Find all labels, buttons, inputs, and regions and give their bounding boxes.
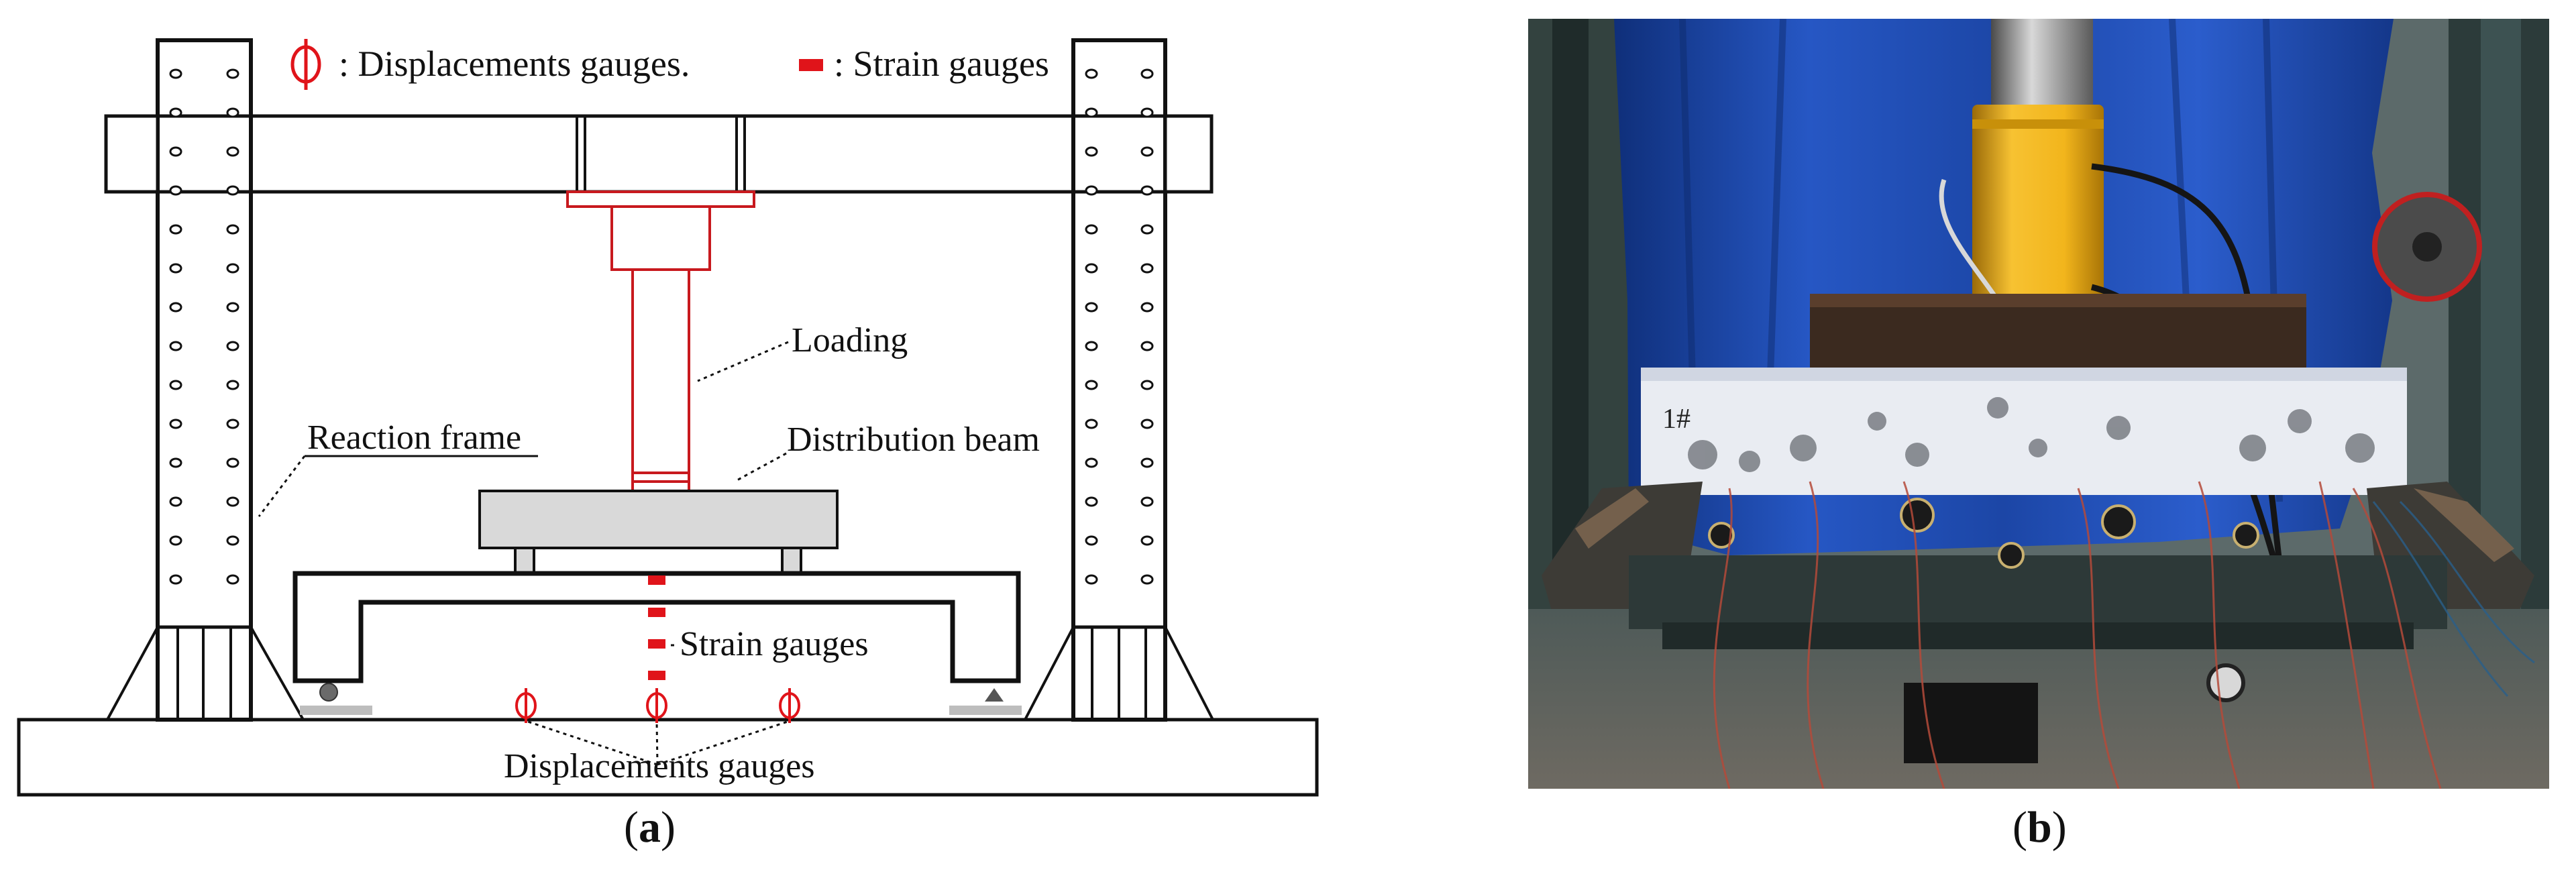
strain-gauge-icon (648, 671, 665, 680)
bolt-hole (226, 263, 239, 274)
legend-strain: : Strain gauges (799, 44, 1049, 84)
bolt-hole (1140, 419, 1154, 429)
strain-gauge-icon (648, 608, 665, 617)
loading-actuator (566, 190, 755, 492)
displacement-gauge-icon (290, 39, 321, 90)
bolt-hole (169, 457, 182, 468)
bolt-hole (169, 380, 182, 390)
distribution-beam (478, 490, 839, 575)
bolt-hole (169, 224, 182, 235)
bolt-hole (1140, 341, 1154, 351)
test-specimen-beam (292, 571, 1021, 683)
bolt-hole (1085, 457, 1098, 468)
bolt-hole (226, 496, 239, 507)
bolt-hole (1140, 302, 1154, 313)
bolt-hole (169, 302, 182, 313)
bolt-hole (169, 68, 182, 79)
bolt-hole (226, 419, 239, 429)
bolt-hole (169, 107, 182, 118)
bolt-hole (1140, 224, 1154, 235)
bolt-hole (1140, 146, 1154, 157)
bolt-hole (1140, 68, 1154, 79)
bolt-hole (1140, 535, 1154, 546)
displacement-gauge-icon (779, 688, 800, 723)
hydraulic-actuator (1972, 19, 2104, 307)
bolt-hole (1085, 224, 1098, 235)
bolt-hole (226, 68, 239, 79)
bolt-hole (226, 224, 239, 235)
bolt-hole (226, 574, 239, 585)
bolt-hole (226, 457, 239, 468)
legend-displacement: : Displacements gauges. (290, 39, 690, 90)
label-distribution-beam: Distribution beam (787, 421, 1040, 459)
strain-gauge-icon (648, 575, 665, 585)
bolt-hole (169, 496, 182, 507)
pin-support-icon (949, 688, 1022, 715)
displacement-gauge-icon (646, 688, 667, 723)
bolt-hole (169, 341, 182, 351)
bolt-hole (1085, 419, 1098, 429)
bolt-hole (1085, 341, 1098, 351)
bolt-hole (1085, 380, 1098, 390)
bolt-hole (169, 146, 182, 157)
legend-strain-label: : Strain gauges (834, 44, 1049, 84)
bolt-hole (226, 535, 239, 546)
legend-displacement-label: : Displacements gauges. (339, 44, 690, 84)
bolt-hole (1085, 68, 1098, 79)
test-setup-schematic: : Displacements gauges. : Strain gauges … (17, 38, 1319, 797)
strain-gauge-marks (648, 575, 665, 680)
test-setup-photo: 1# (1528, 19, 2549, 789)
bolt-hole (169, 535, 182, 546)
bolt-hole (169, 263, 182, 274)
strain-gauge-icon (648, 639, 665, 649)
bolt-hole (1140, 457, 1154, 468)
strain-gauge-icon (799, 59, 823, 71)
displacement-gauge-icon (515, 688, 537, 723)
bolt-hole (226, 146, 239, 157)
bolt-hole (169, 419, 182, 429)
base-slab (17, 718, 1319, 797)
reaction-frame-left-column (104, 38, 305, 722)
bolt-hole (1085, 263, 1098, 274)
leader-lines (258, 341, 790, 766)
bolt-hole (226, 341, 239, 351)
caption-b: (b) (2012, 803, 2067, 852)
bolt-hole (169, 574, 182, 585)
bolt-hole (1085, 535, 1098, 546)
specimen-photo: 1# (1641, 368, 2407, 495)
label-displacement-gauges: Displacements gauges (504, 747, 815, 785)
bolt-hole (226, 380, 239, 390)
bolt-hole (1085, 185, 1098, 196)
bolt-hole (1140, 574, 1154, 585)
bolt-hole (1085, 574, 1098, 585)
label-strain-gauges: Strain gauges (680, 625, 869, 663)
bolt-hole (1140, 496, 1154, 507)
fan (2372, 192, 2482, 302)
bolt-hole (1140, 185, 1154, 196)
bolt-hole (1085, 146, 1098, 157)
bolt-hole (1085, 496, 1098, 507)
bolt-hole (169, 185, 182, 196)
bolt-hole (1085, 107, 1098, 118)
bolt-hole (1140, 107, 1154, 118)
bolt-hole (1085, 302, 1098, 313)
bolt-hole (1140, 380, 1154, 390)
bolt-hole (226, 302, 239, 313)
reaction-frame-crossbeam (104, 114, 1214, 194)
roller-support-icon (300, 683, 372, 715)
label-loading: Loading (792, 321, 908, 359)
reaction-frame-right-column (1024, 38, 1214, 722)
bolt-hole (226, 107, 239, 118)
caption-a: (a) (624, 803, 676, 852)
specimen-mark: 1# (1662, 404, 1690, 435)
displacement-gauge-marks (515, 688, 800, 723)
bolt-hole (226, 185, 239, 196)
bolt-hole (1140, 263, 1154, 274)
label-reaction-frame: Reaction frame (307, 419, 521, 457)
